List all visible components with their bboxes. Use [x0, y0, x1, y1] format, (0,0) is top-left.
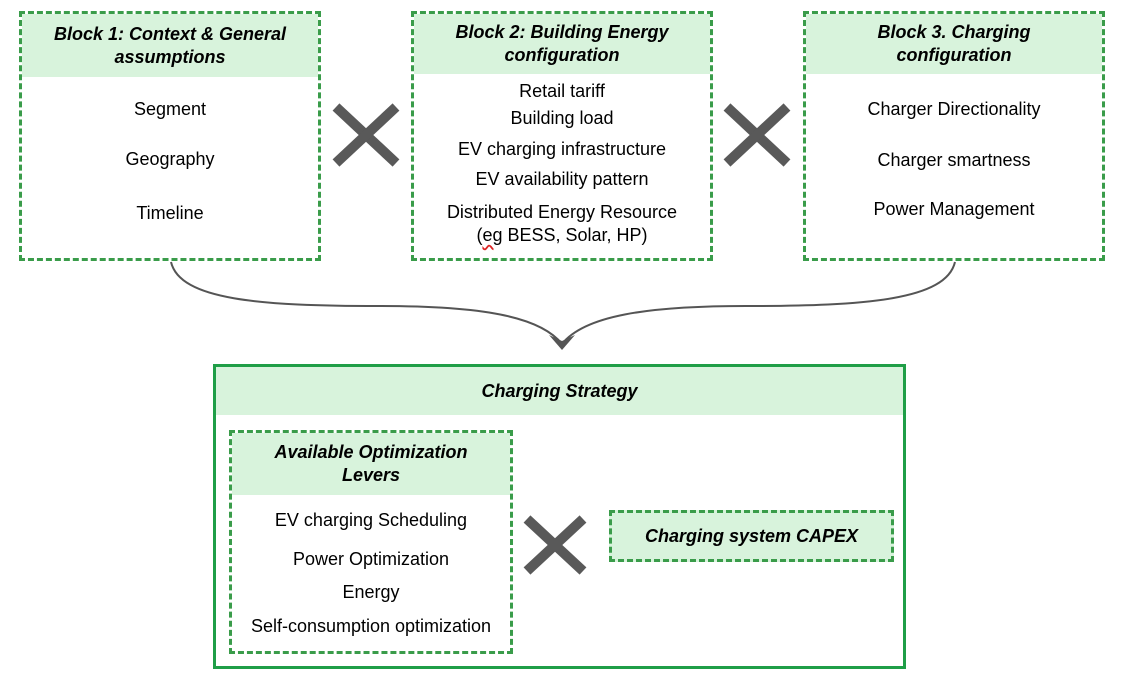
- der-detail-prefix: (: [476, 225, 483, 245]
- block-3: Block 3. Charging configuration Charger …: [803, 11, 1105, 261]
- block-2-header: Block 2: Building Energy configuration: [414, 14, 710, 74]
- charging-strategy-box: Charging Strategy Available Optimization…: [213, 364, 906, 669]
- block-3-item-smartness: Charger smartness: [877, 150, 1031, 170]
- block-2-item-der: Distributed Energy Resource: [446, 202, 678, 222]
- block-2-title-line1: Block 2: Building Energy: [455, 22, 669, 42]
- block-1: Block 1: Context & General assumptions S…: [19, 11, 321, 261]
- block-1-item-timeline: Timeline: [136, 203, 204, 223]
- connector-from-block-1: [170, 261, 563, 345]
- block-2-item-der-detail: (eg BESS, Solar, HP): [414, 224, 710, 246]
- optimization-levers-title-line1: Available Optimization: [274, 442, 468, 462]
- lever-power-optimization: Power Optimization: [292, 549, 450, 569]
- block-3-header: Block 3. Charging configuration: [806, 14, 1102, 74]
- optimization-levers-title-line2: Levers: [341, 465, 401, 485]
- der-detail-rest: BESS, Solar, HP): [502, 225, 648, 245]
- block-3-item-power-management: Power Management: [873, 199, 1035, 219]
- block-3-title-line1: Block 3. Charging: [877, 22, 1031, 42]
- multiply-icon: [523, 515, 587, 575]
- block-2-item-ev-charging-infrastructure: EV charging infrastructure: [457, 139, 667, 159]
- block-2-title-line2: configuration: [504, 45, 620, 65]
- block-3-title-line2: configuration: [896, 45, 1012, 65]
- multiply-icon: [723, 103, 791, 167]
- multiply-icon: [332, 103, 400, 167]
- block-2-item-building-load: Building load: [510, 108, 614, 128]
- capex-label: Charging system CAPEX: [644, 525, 859, 546]
- charging-strategy-header: Charging Strategy: [216, 367, 903, 415]
- capex-label-wrap: Charging system CAPEX: [612, 513, 891, 559]
- connector-from-block-3: [561, 261, 956, 345]
- block-2-item-retail-tariff: Retail tariff: [519, 81, 605, 101]
- block-1-title-line1: Block 1: Context & General: [53, 23, 287, 44]
- block-1-item-segment: Segment: [133, 99, 207, 119]
- block-1-header: Block 1: Context & General assumptions: [22, 14, 318, 77]
- optimization-levers-block: Available Optimization Levers EV chargin…: [229, 430, 513, 654]
- block-3-item-directionality: Charger Directionality: [867, 99, 1041, 119]
- arrowhead-icon: [549, 335, 575, 350]
- optimization-levers-header: Available Optimization Levers: [232, 433, 510, 495]
- block-1-title-line2: assumptions: [114, 46, 226, 67]
- block-1-item-geography: Geography: [125, 149, 215, 169]
- block-2: Block 2: Building Energy configuration R…: [411, 11, 713, 261]
- charging-strategy-title: Charging Strategy: [481, 380, 638, 401]
- block-2-item-ev-availability: EV availability pattern: [475, 169, 649, 189]
- lever-self-consumption: Self-consumption optimization: [250, 616, 492, 636]
- der-detail-abbrev: eg: [482, 225, 503, 245]
- capex-block: Charging system CAPEX: [609, 510, 894, 562]
- lever-energy: Energy: [342, 582, 400, 602]
- lever-ev-charging-scheduling: EV charging Scheduling: [274, 510, 468, 530]
